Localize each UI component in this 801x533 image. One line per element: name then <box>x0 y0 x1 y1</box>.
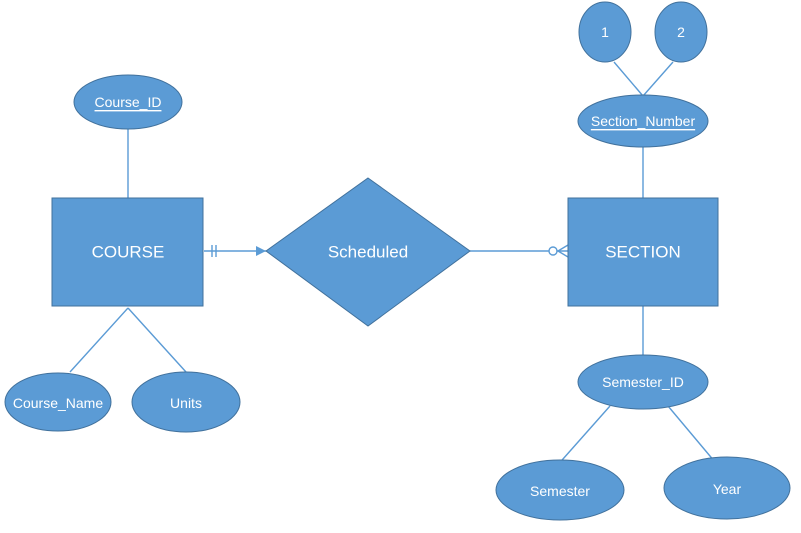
section-number-label: Section_Number <box>591 113 696 129</box>
units-connector <box>127 307 187 373</box>
year-label: Year <box>713 481 742 497</box>
course-name-connector <box>69 307 129 373</box>
section-entity[interactable]: SECTION <box>567 197 719 307</box>
course-name-label: Course_Name <box>13 395 103 411</box>
semester-label: Semester <box>530 483 590 499</box>
course-name-attribute[interactable]: Course_Name <box>4 372 112 432</box>
units-attribute[interactable]: Units <box>131 371 241 433</box>
units-label: Units <box>170 395 202 411</box>
arrowhead-marker <box>256 246 266 256</box>
section-entity-label: SECTION <box>605 243 681 262</box>
semester-connector <box>554 405 611 469</box>
value-2-connector <box>642 61 674 97</box>
course-entity-label: COURSE <box>92 243 165 262</box>
scheduled-relationship-label: Scheduled <box>328 243 408 262</box>
section-number-attribute[interactable]: Section_Number <box>577 94 709 148</box>
year-attribute[interactable]: Year <box>663 456 791 520</box>
scheduled-relationship[interactable]: Scheduled <box>265 177 471 327</box>
course-id-attribute[interactable]: Course_ID <box>73 74 183 130</box>
value-1-label: 1 <box>601 24 609 40</box>
course-id-label: Course_ID <box>95 94 162 110</box>
semester-attribute[interactable]: Semester <box>495 459 625 521</box>
value-1-connector <box>613 61 644 97</box>
semester-id-attribute[interactable]: Semester_ID <box>577 354 709 410</box>
value-2-attribute[interactable]: 2 <box>654 1 708 63</box>
semester-id-label: Semester_ID <box>602 374 684 390</box>
mandatory-one-marker <box>211 245 217 257</box>
value-1-attribute[interactable]: 1 <box>578 1 632 63</box>
optional-many-marker <box>548 244 569 258</box>
value-2-label: 2 <box>677 24 685 40</box>
year-connector <box>667 405 716 463</box>
course-entity[interactable]: COURSE <box>51 197 204 307</box>
